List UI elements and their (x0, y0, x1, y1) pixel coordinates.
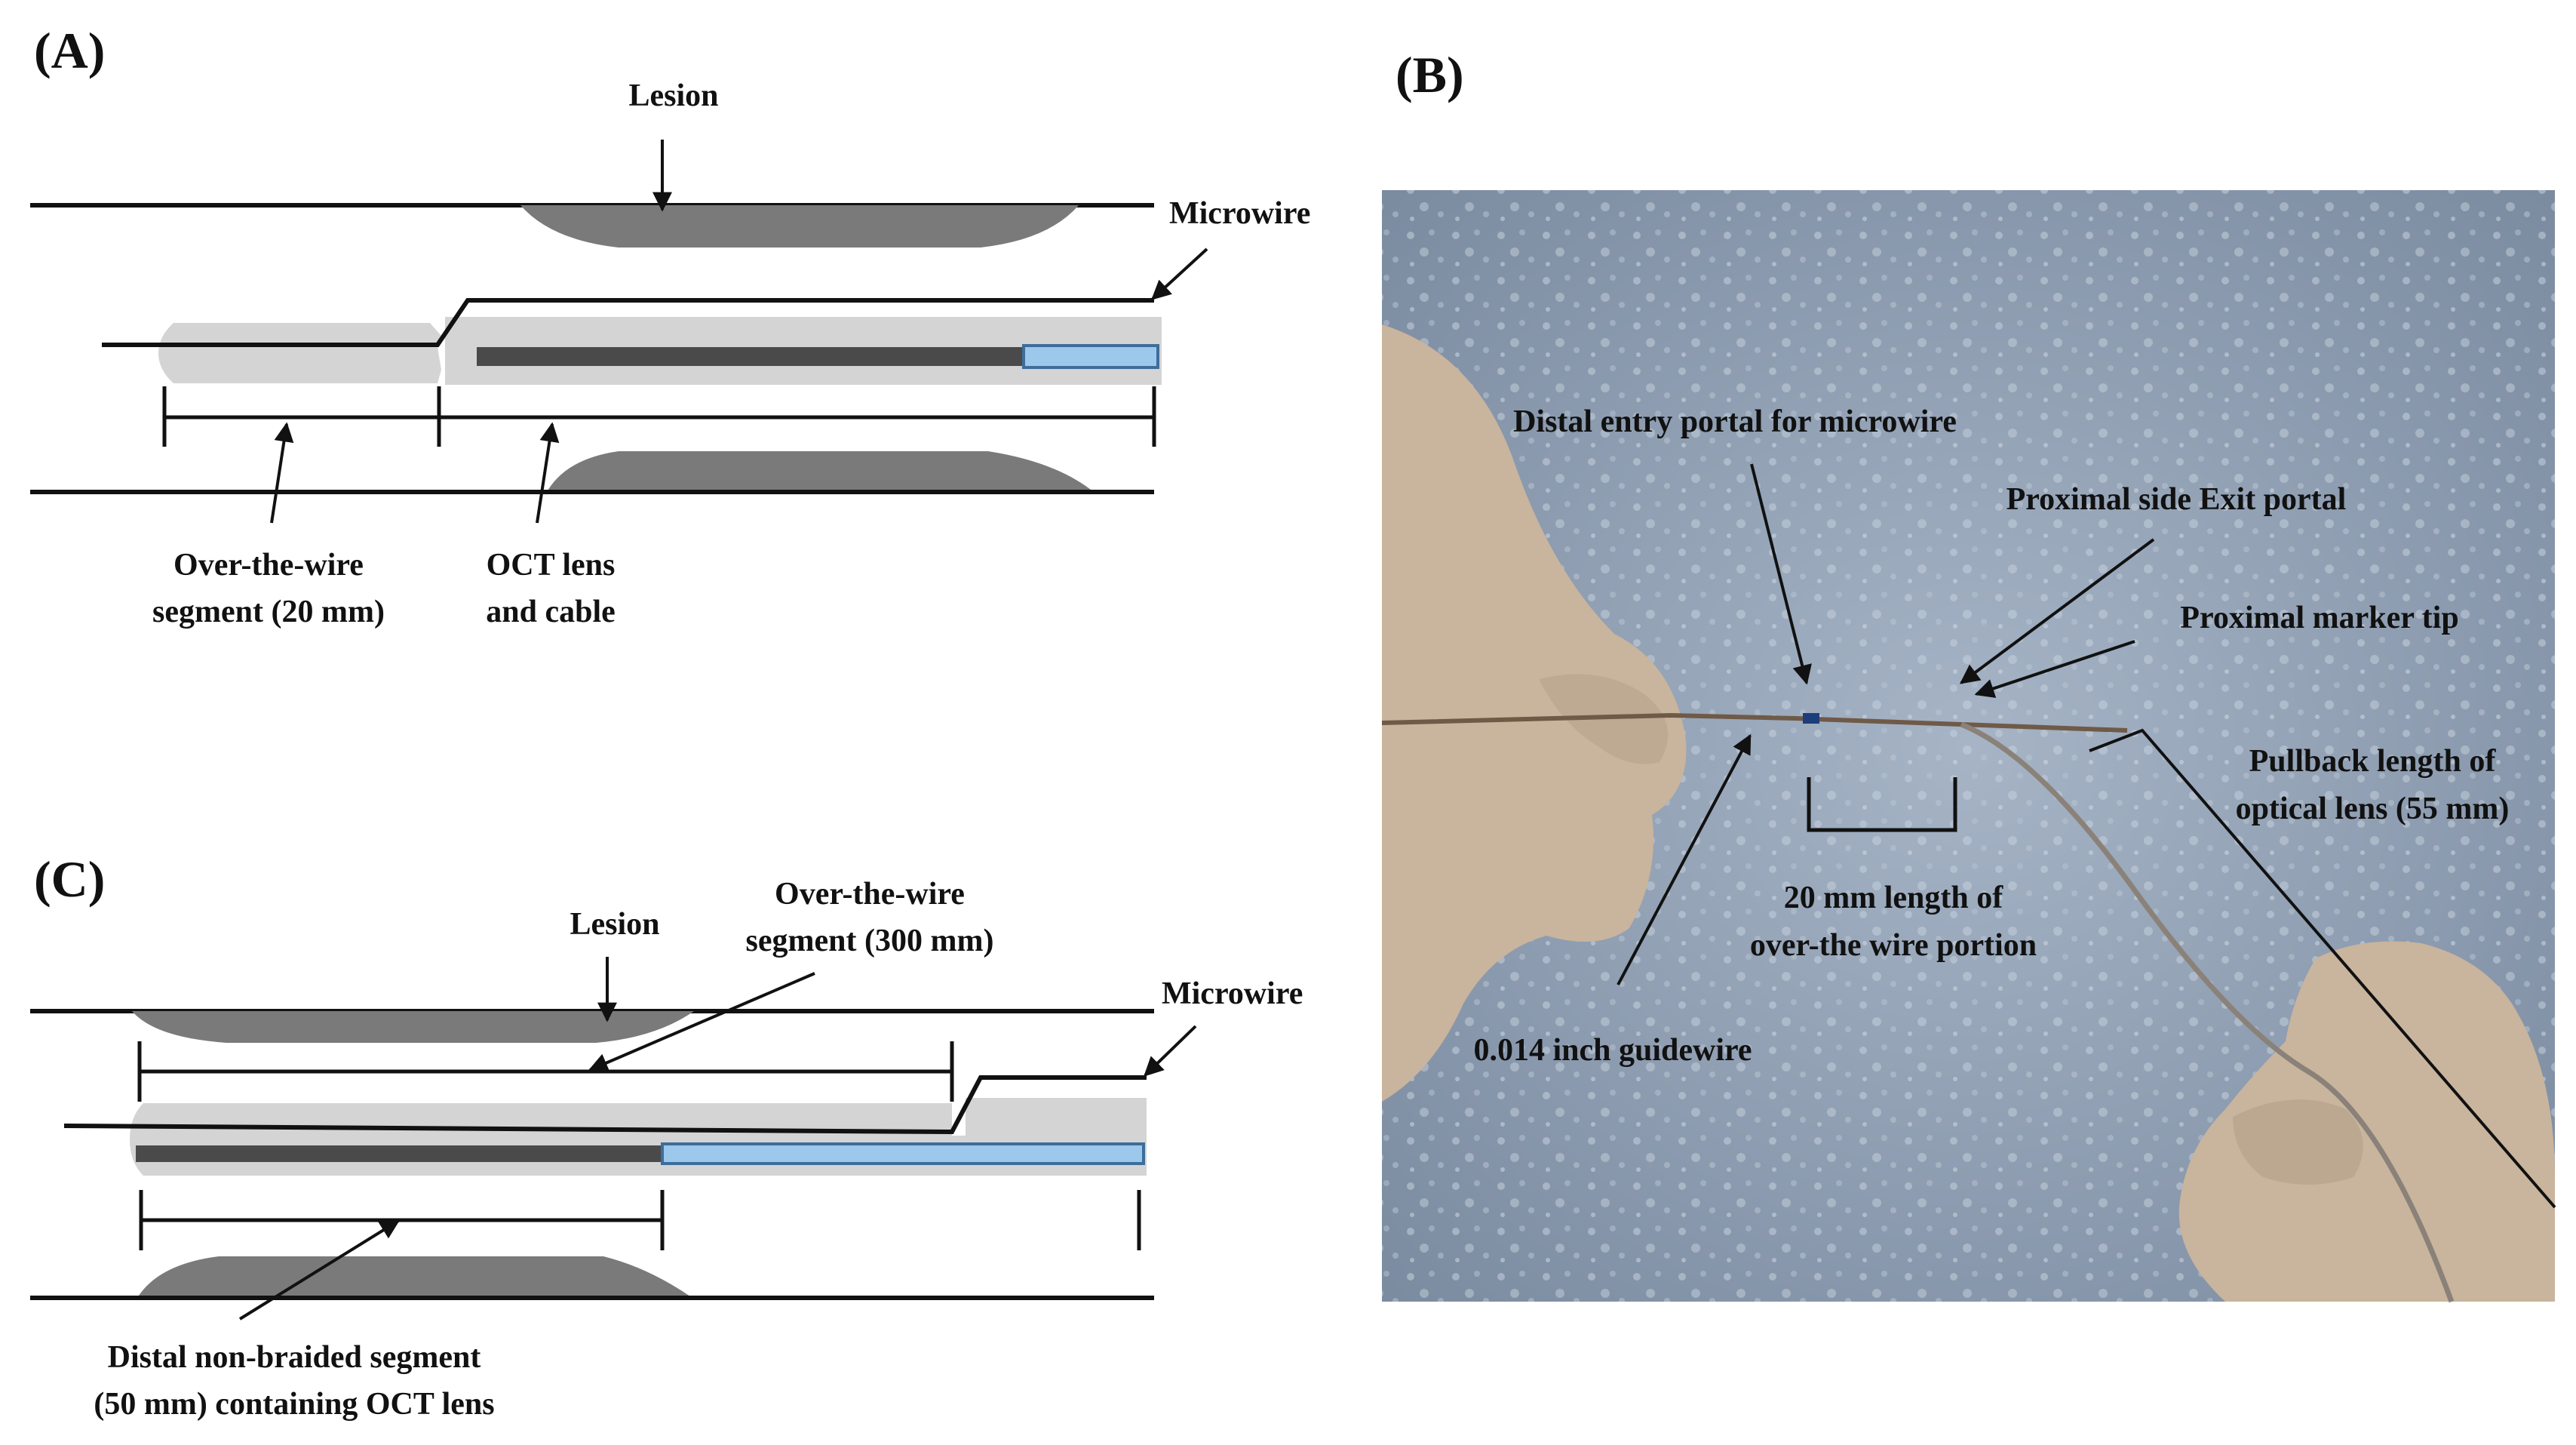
otw-arrow-c (588, 972, 815, 1072)
panel-b-label: (B) (1395, 46, 1464, 103)
distal-label-c-line2: (50 mm) containing OCT lens (94, 1387, 494, 1422)
oct-label-a-line2: and cable (486, 595, 616, 629)
right-glove (2178, 941, 2555, 1302)
photo-catheter (1960, 721, 2455, 1303)
panel-b: (B) Distal entry portal for (1381, 46, 2556, 1303)
lesion-bottom-c (137, 1256, 692, 1298)
device-photo: Distal entry portal for microwire Proxim… (1381, 190, 2556, 1303)
guidewire-arrow (1617, 733, 1752, 985)
proximal-marker-arrow (1974, 640, 2135, 698)
microwire-label-a: Microwire (1169, 196, 1310, 231)
distal-entry-arrow (1750, 463, 1812, 685)
lesion-label: Lesion (628, 78, 718, 113)
proximal-marker-label: Proximal marker tip (2180, 601, 2458, 635)
lesion-bottom (547, 451, 1094, 492)
panel-c: (C) Lesion Over-the-wire segment (300 mm… (30, 850, 1303, 1422)
oct-lens (1022, 344, 1159, 369)
oct-label-a-line1: OCT lens (487, 548, 616, 583)
pullback-label-line1: Pullback length of (2249, 744, 2497, 779)
otw-label-c-line1: Over-the-wire (775, 877, 965, 912)
microwire-arrow-a (1151, 247, 1208, 300)
otw-bracket-b (1807, 777, 1957, 832)
otw-length-label-line2: over-the wire portion (1750, 928, 2037, 963)
otw-arrow-a (270, 422, 294, 524)
otw-label-c-line2: segment (300 mm) (746, 924, 994, 958)
microwire-label-c: Microwire (1162, 976, 1303, 1011)
oct-cable-c (136, 1145, 662, 1162)
proximal-exit-label: Proximal side Exit portal (2006, 482, 2347, 517)
otw-length-label-line1: 20 mm length of (1784, 881, 2003, 915)
photo-guidewire (1381, 712, 2128, 733)
lesion-top (520, 205, 1079, 247)
lesion-top-c (132, 1011, 694, 1043)
oct-arrow-a (536, 422, 560, 524)
proximal-exit-arrow (1959, 538, 2155, 684)
pullback-label-line2: optical lens (55 mm) (2236, 792, 2510, 826)
lesion-label-c: Lesion (570, 907, 659, 942)
otw-label-a-line2: segment (20 mm) (152, 595, 385, 629)
oct-cable (477, 347, 1024, 366)
microwire-arrow-c (1144, 1025, 1197, 1077)
microwire-a (102, 298, 1154, 347)
guidewire-label: 0.014 inch guidewire (1473, 1033, 1752, 1068)
microwire-c (63, 1075, 1147, 1135)
panel-c-label: (C) (34, 850, 105, 908)
panel-a-label: (A) (34, 22, 105, 79)
left-glove (1382, 324, 1687, 1102)
pullback-line (2089, 728, 2556, 1209)
photo-marker (1803, 713, 1819, 724)
panel-a: (A) Lesion Microwire Over-the-wire segme… (30, 22, 1310, 629)
otw-label-a-line1: Over-the-wire (173, 548, 364, 583)
distal-label-c-line1: Distal non-braided segment (108, 1340, 481, 1375)
oct-lens-c (661, 1142, 1145, 1165)
catheter-distal-body (158, 323, 441, 383)
distal-entry-label: Distal entry portal for microwire (1513, 404, 1957, 439)
distal-arrow-c (238, 1219, 401, 1320)
